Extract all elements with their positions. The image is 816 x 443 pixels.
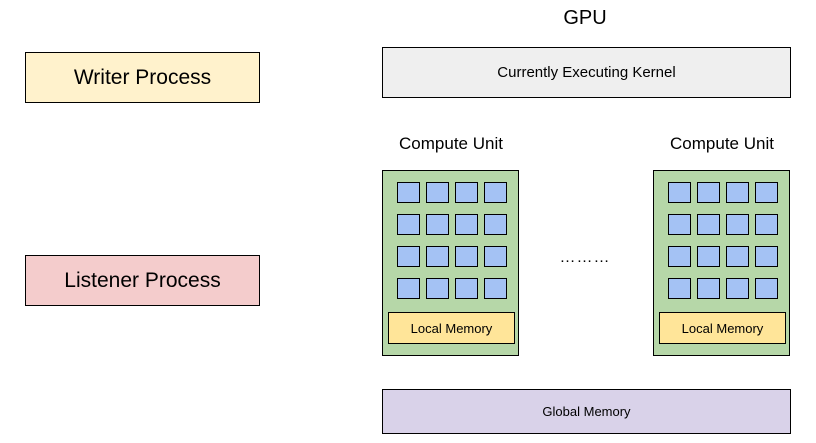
processing-element <box>755 246 778 267</box>
processing-element <box>455 246 478 267</box>
processing-element <box>455 214 478 235</box>
processing-element <box>755 214 778 235</box>
processing-element <box>755 182 778 203</box>
compute-unit-title: Compute Unit <box>399 134 503 153</box>
processing-element <box>455 278 478 299</box>
compute-unit: Local Memory <box>653 170 790 356</box>
processing-element <box>726 182 749 203</box>
global-memory-box: Global Memory <box>382 389 791 434</box>
processing-element <box>697 246 720 267</box>
processing-element <box>426 214 449 235</box>
compute-unit: Local Memory <box>382 170 519 356</box>
listener-process-box: Listener Process <box>25 255 260 306</box>
global-memory-label: Global Memory <box>542 404 631 419</box>
processing-element <box>755 278 778 299</box>
processing-element <box>426 182 449 203</box>
writer-process-label: Writer Process <box>73 65 212 89</box>
processing-element <box>484 278 507 299</box>
ellipsis: ……… <box>559 249 611 266</box>
processing-element <box>426 246 449 267</box>
local-memory-box: Local Memory <box>659 312 786 344</box>
processing-element <box>668 182 691 203</box>
kernel-label: Currently Executing Kernel <box>497 64 676 81</box>
processing-element <box>726 246 749 267</box>
processing-element <box>426 278 449 299</box>
listener-process-label: Listener Process <box>64 268 221 292</box>
processing-element <box>397 278 420 299</box>
processing-element <box>397 246 420 267</box>
processing-element <box>455 182 478 203</box>
processing-element <box>726 278 749 299</box>
compute-unit-title: Compute Unit <box>670 134 774 153</box>
processing-element <box>697 182 720 203</box>
gpu-title: GPU <box>563 6 607 29</box>
processing-element <box>697 278 720 299</box>
processing-element <box>484 182 507 203</box>
processing-element <box>397 214 420 235</box>
local-memory-box: Local Memory <box>388 312 515 344</box>
processing-element <box>697 214 720 235</box>
processing-element <box>484 246 507 267</box>
processing-element <box>668 214 691 235</box>
processing-element <box>726 214 749 235</box>
processing-element <box>668 246 691 267</box>
writer-process-box: Writer Process <box>25 52 260 103</box>
processing-element <box>484 214 507 235</box>
processing-element <box>668 278 691 299</box>
currently-executing-kernel-box: Currently Executing Kernel <box>382 47 791 98</box>
processing-element <box>397 182 420 203</box>
